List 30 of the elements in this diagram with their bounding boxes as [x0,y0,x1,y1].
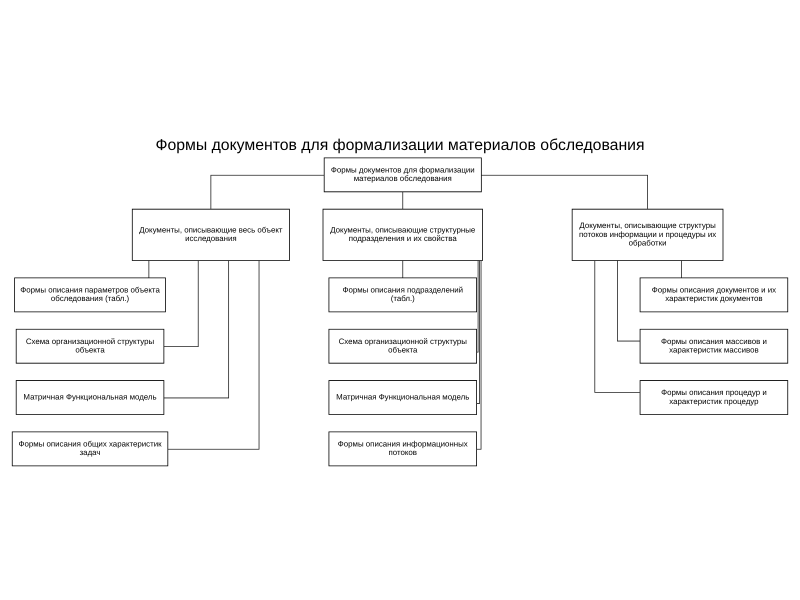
node-box: Формы описания документов и их характеристик документов [640,278,788,312]
connector [617,260,640,342]
node-box: Формы описания общих характеристик задач [12,432,168,466]
connector [476,260,480,404]
node-box: Формы описания массивов и характеристик массивов [640,328,788,364]
connector [402,260,404,278]
node-box: Матричная Функциональная модель [16,380,164,415]
connector [164,260,199,347]
connector [167,260,260,450]
node-box: Формы документов для формализации материалов обследования [324,157,482,192]
connector [681,260,682,278]
connector [476,260,478,353]
node-box: Формы описания информационных потоков [328,432,477,466]
connector [594,260,640,393]
connector [148,260,150,278]
node-box: Документы, описывающие структуры потоков информации и процедуры их обработки [572,208,724,261]
connector [164,260,230,398]
node-box: Документы, описывающие структурные подразделения и их свойства [322,208,483,261]
connector [402,191,404,210]
connector [481,174,648,210]
node-box: Формы описания параметров объекта обследования (табл.) [14,278,166,312]
diagram-title: Формы документов для формализации материалов обследования [155,136,645,154]
node-box: Схема организационной структуры объекта [328,328,477,364]
node-box: Матричная Функциональная модель [328,380,477,415]
node-box: Формы описания процедур и характеристик процедур [640,380,788,415]
connector [210,174,325,210]
connector [476,260,482,450]
node-box: Формы описания подразделений (табл.) [328,278,477,312]
node-box: Документы, описывающие весь объект исследования [132,208,290,261]
node-box: Схема организационной структуры объекта [16,328,164,364]
